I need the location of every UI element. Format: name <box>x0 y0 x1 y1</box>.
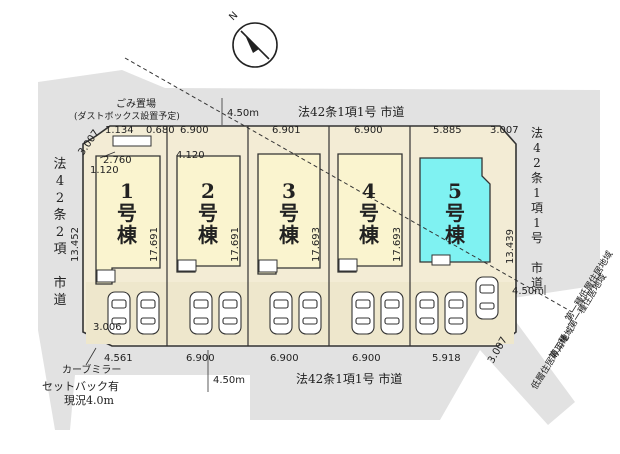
house-3 <box>257 153 321 275</box>
dim-top-5: 6.900 <box>354 125 383 136</box>
road-label-char: 2 <box>56 191 64 206</box>
dim-top-2: 0.680 <box>146 125 175 136</box>
zoning-boundary-line <box>124 57 573 313</box>
car-icon <box>380 291 404 335</box>
dim-corner-bl: 3.006 <box>93 322 122 333</box>
house-label: 2号棟 <box>198 179 219 247</box>
dim-bottom-2: 6.900 <box>186 353 215 364</box>
road-label-char: 4 <box>533 141 541 155</box>
road-label-char: 号 <box>531 231 543 245</box>
svg-text:3: 3 <box>282 179 296 203</box>
dim-top-1: 1.134 <box>105 125 134 136</box>
dim-top-3: 6.900 <box>180 125 209 136</box>
car-icon <box>107 291 131 335</box>
road-label-char: 2 <box>533 156 541 170</box>
road-label-char: 4 <box>56 174 64 189</box>
svg-text:号: 号 <box>279 201 299 225</box>
car-icon <box>218 291 242 335</box>
house-1 <box>95 155 161 285</box>
svg-text:棟: 棟 <box>359 223 380 247</box>
svg-text:棟: 棟 <box>117 223 138 247</box>
lot-dividers <box>166 126 411 346</box>
svg-text:2: 2 <box>201 179 215 203</box>
dim-corner-tr: 3.007 <box>490 125 519 136</box>
bottom-road-width: 4.50m <box>213 375 245 386</box>
house-label: 4号棟 <box>359 179 380 247</box>
car-icon <box>444 291 468 335</box>
dim-top-6: 5.885 <box>433 125 462 136</box>
road-label-char: 項 <box>53 242 66 257</box>
svg-text:5: 5 <box>448 179 462 203</box>
svg-text:号: 号 <box>445 201 465 225</box>
setback-label: セットバック有 <box>42 379 119 393</box>
road-label-char: 条 <box>53 207 66 223</box>
garbage-title: ごみ置場 <box>116 97 156 110</box>
curve-mirror-label: カーブミラー <box>62 363 121 376</box>
svg-text:4: 4 <box>362 179 376 203</box>
bottom-road-label: 法42条1項1号 市道 <box>296 371 402 386</box>
svg-text:棟: 棟 <box>198 223 219 247</box>
house-label: 3号棟 <box>279 179 300 247</box>
house-label: 5号棟 <box>445 179 466 247</box>
compass: N <box>227 10 278 68</box>
svg-text:1: 1 <box>120 179 134 203</box>
dim-left-side: 13.452 <box>70 227 81 262</box>
dim-bottom-5: 5.918 <box>432 353 461 364</box>
house-label: 1号棟 <box>117 179 138 247</box>
road-label-char: 2 <box>56 225 64 240</box>
car-icon <box>475 276 499 320</box>
road-label-char: 市 <box>531 260 543 275</box>
dim-g3: 4.120 <box>176 150 205 161</box>
dim-depth: 17.693 <box>392 227 403 262</box>
right-road-width: 4.50m <box>512 286 544 297</box>
top-road-width: 4.50m <box>227 108 259 119</box>
svg-text:号: 号 <box>198 201 218 225</box>
compass-north-label: N <box>227 10 240 23</box>
dim-top-4: 6.901 <box>272 125 301 136</box>
road-label-char: 条 <box>531 171 543 185</box>
road-label-char: 項 <box>531 201 543 215</box>
top-road-label: 法42条1項1号 市道 <box>298 104 404 119</box>
svg-text:号: 号 <box>359 201 379 225</box>
house-4 <box>337 153 403 273</box>
dim-right-side: 13.439 <box>505 229 516 264</box>
house-2 <box>176 155 241 273</box>
dim-depth: 17.693 <box>311 227 322 262</box>
road-label-char: 市 <box>53 275 66 291</box>
parking-cars <box>107 276 499 335</box>
svg-text:棟: 棟 <box>445 223 466 247</box>
car-icon <box>189 291 213 335</box>
current-width-label: 現況4.0m <box>64 393 114 407</box>
dim-g1: 1.120 <box>90 165 119 176</box>
garbage-sub: (ダストボックス設置予定) <box>74 110 180 122</box>
car-icon <box>136 291 160 335</box>
car-icon <box>415 291 439 335</box>
dim-depth: 17.691 <box>149 227 160 262</box>
road-label-char: 法 <box>53 157 66 172</box>
svg-text:棟: 棟 <box>279 223 300 247</box>
car-icon <box>269 291 293 335</box>
dim-bottom-1: 4.561 <box>104 353 133 364</box>
car-icon <box>298 291 322 335</box>
dim-bottom-3: 6.900 <box>270 353 299 364</box>
dim-bottom-4: 6.900 <box>352 353 381 364</box>
car-icon <box>351 291 375 335</box>
road-label-char: 道 <box>531 276 543 290</box>
road-label-char: 法 <box>531 126 543 140</box>
svg-text:号: 号 <box>117 201 137 225</box>
road-label-char: 1 <box>533 186 541 200</box>
garbage-area <box>112 135 152 147</box>
dim-g2: 2.760 <box>103 155 132 166</box>
road-label-char: 道 <box>53 293 66 308</box>
dim-depth: 17.691 <box>230 227 241 262</box>
road-label-char: 1 <box>533 216 541 230</box>
